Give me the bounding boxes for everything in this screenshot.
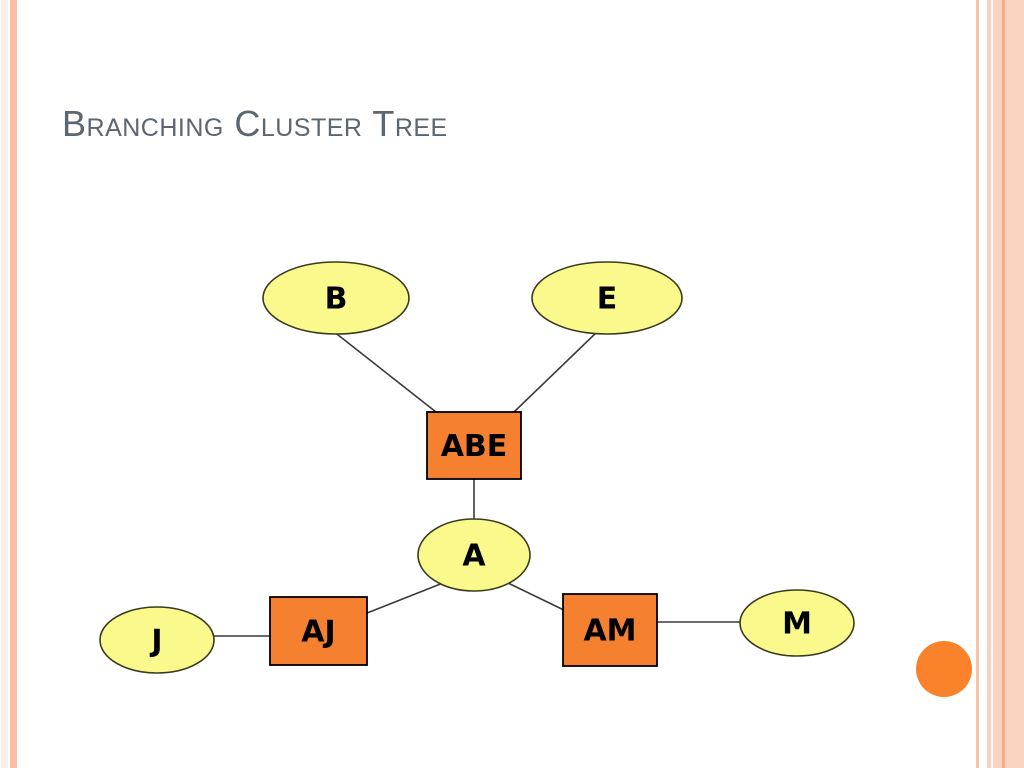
node-shape-ellipse-a[interactable] <box>417 518 531 592</box>
node-label-a: A <box>462 539 486 574</box>
node-label-am: AM <box>583 614 636 649</box>
node-shape-rect-aj[interactable] <box>269 596 368 666</box>
node-shape-rect-am[interactable] <box>562 593 658 667</box>
node-shape-ellipse-j[interactable] <box>99 606 215 674</box>
edge-layer <box>214 330 740 637</box>
node-shape-ellipse-b[interactable] <box>262 261 410 335</box>
edge-e-abe <box>513 330 599 413</box>
edge-a-am <box>507 582 571 614</box>
node-a[interactable]: A <box>417 518 531 592</box>
node-label-abe: ABE <box>441 429 508 464</box>
node-b[interactable]: B <box>262 261 410 335</box>
node-m[interactable]: M <box>739 589 855 657</box>
accent-dot <box>916 641 972 697</box>
page-title: Branching Cluster Tree <box>62 103 448 144</box>
node-label-e: E <box>597 282 618 317</box>
right-stripe-white-gap <box>991 0 993 768</box>
left-stripe-salmon <box>10 0 17 768</box>
node-e[interactable]: E <box>531 261 683 335</box>
node-label-m: M <box>782 607 812 642</box>
right-stripe-accent-line <box>1002 0 1005 768</box>
node-aj[interactable]: AJ <box>269 596 368 666</box>
node-shape-ellipse-e[interactable] <box>531 261 683 335</box>
node-j[interactable]: J <box>99 606 215 674</box>
right-stripe-thin <box>976 0 979 768</box>
node-am[interactable]: AM <box>562 593 658 667</box>
node-shape-ellipse-m[interactable] <box>739 589 855 657</box>
node-abe[interactable]: ABE <box>426 411 522 480</box>
node-shape-rect-abe[interactable] <box>426 411 522 480</box>
edge-a-aj <box>366 582 444 614</box>
right-stripe-band <box>987 0 1024 768</box>
edge-b-abe <box>332 330 437 413</box>
left-stripe-cream <box>1 0 8 768</box>
node-label-j: J <box>149 624 162 659</box>
node-label-aj: AJ <box>301 615 335 650</box>
node-label-b: B <box>325 282 348 317</box>
